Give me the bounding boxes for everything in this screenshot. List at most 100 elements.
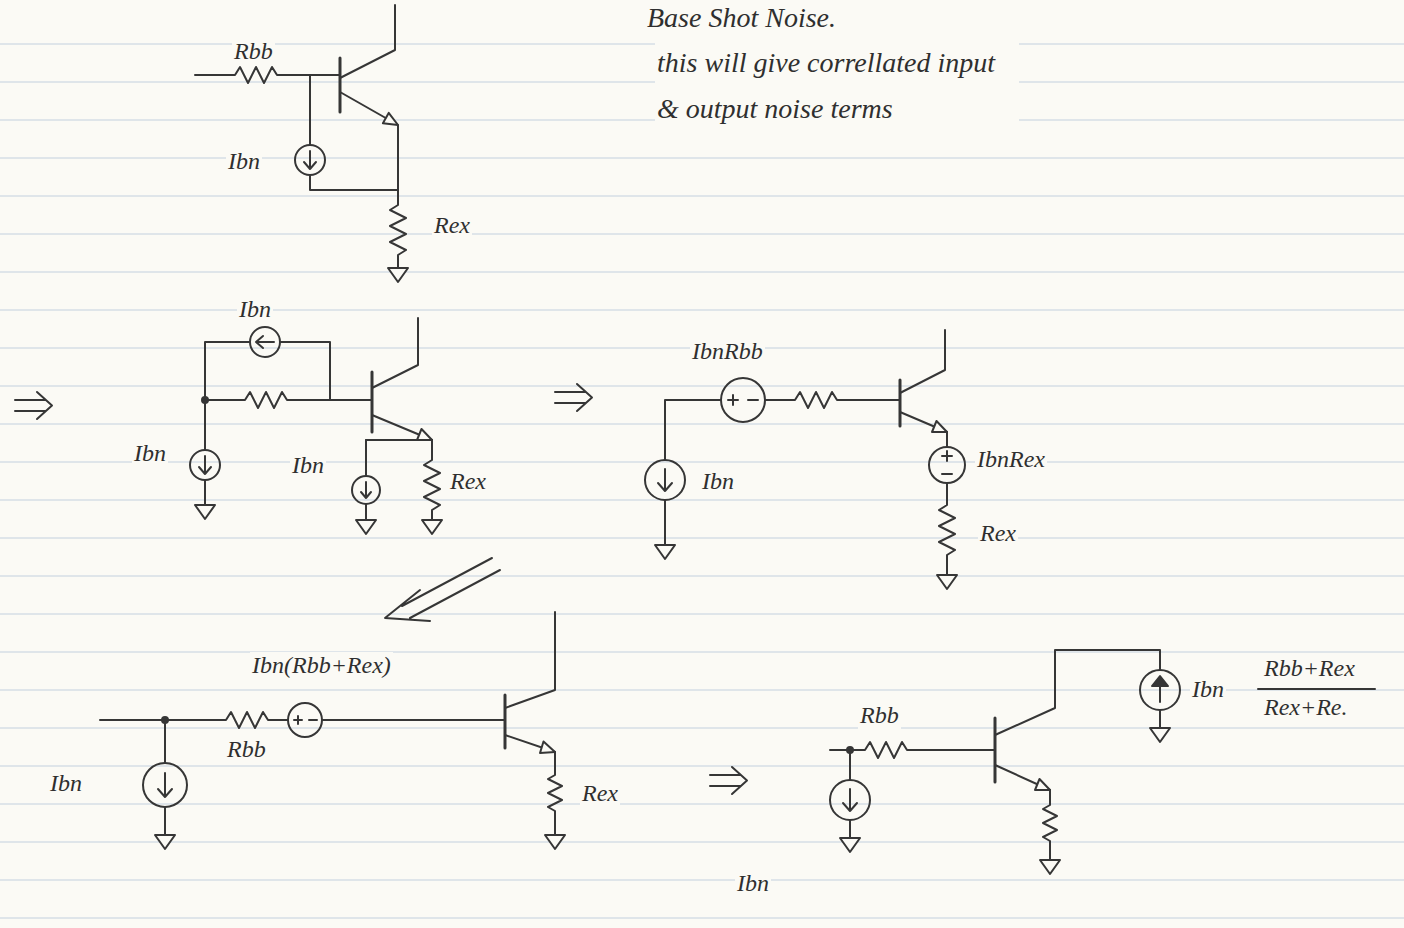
sketch-stroke bbox=[1152, 676, 1168, 686]
sketch-stroke bbox=[365, 504, 367, 520]
component-label: Ibn bbox=[226, 148, 262, 176]
implies-arrow bbox=[385, 558, 500, 621]
sketch-stroke bbox=[365, 440, 367, 476]
component-label: Rbb bbox=[225, 736, 268, 764]
sketch-stroke bbox=[280, 342, 330, 400]
sketch-stroke bbox=[204, 480, 206, 505]
sketch-stroke bbox=[372, 415, 432, 440]
sketch-stroke bbox=[942, 451, 952, 474]
sketch-stroke bbox=[932, 421, 947, 432]
paper-rule bbox=[0, 880, 1404, 881]
implies-arrow bbox=[710, 767, 747, 794]
sketch-stroke bbox=[504, 695, 507, 748]
sketch-stroke bbox=[840, 838, 860, 852]
sketch-stroke bbox=[540, 742, 555, 754]
circuit-four bbox=[100, 612, 565, 849]
paper-rule bbox=[0, 652, 1404, 653]
paper-rule bbox=[0, 158, 1404, 159]
sketch-stroke bbox=[295, 145, 325, 175]
paper-rule bbox=[0, 842, 1404, 843]
sketch-stroke bbox=[1150, 728, 1170, 742]
sketch-stroke bbox=[388, 268, 408, 282]
paper-rule bbox=[0, 804, 1404, 805]
sketch-stroke bbox=[199, 456, 211, 474]
sketch-stroke bbox=[728, 395, 758, 405]
component-label: Rbb bbox=[232, 38, 275, 66]
component-label: Ibn bbox=[48, 770, 84, 798]
component-label: Rbb+Rex bbox=[1262, 655, 1357, 683]
paper-rule bbox=[0, 386, 1404, 387]
sketch-stroke bbox=[655, 545, 675, 559]
sketch-stroke bbox=[1035, 779, 1050, 790]
component-label: Ibn bbox=[700, 468, 736, 496]
sketch-stroke bbox=[995, 650, 1160, 735]
sketch-stroke bbox=[1043, 790, 1057, 860]
component-label: Rex bbox=[448, 468, 488, 496]
sketch-stroke bbox=[548, 752, 562, 835]
circuit-two bbox=[190, 318, 442, 534]
sketch-title: Base Shot Noise. bbox=[645, 2, 838, 34]
component-label: Ibn(Rbb+Rex) bbox=[250, 652, 393, 680]
sketch-stroke bbox=[309, 75, 311, 145]
component-label: Rbb bbox=[858, 702, 901, 730]
paper-rule bbox=[0, 196, 1404, 197]
sketch-stroke bbox=[946, 432, 948, 447]
sketch-stroke bbox=[929, 447, 965, 483]
sketch-stroke bbox=[340, 5, 395, 78]
sketch-stroke bbox=[555, 384, 592, 411]
sketch-stroke bbox=[385, 558, 500, 621]
implies-arrow bbox=[555, 384, 592, 411]
paper-rule bbox=[0, 500, 1404, 501]
implies-arrow bbox=[15, 392, 52, 419]
sketch-stroke bbox=[310, 175, 398, 190]
sketch-stroke bbox=[899, 380, 902, 426]
sketch-stroke bbox=[340, 92, 406, 268]
paper-rule bbox=[0, 44, 1404, 918]
sketch-stroke bbox=[256, 336, 274, 348]
component-label: IbnRex bbox=[975, 446, 1047, 474]
paper-rule bbox=[0, 424, 1404, 425]
component-label: Ibn bbox=[237, 296, 273, 324]
sketch-stroke bbox=[366, 439, 432, 441]
sketch-stroke bbox=[143, 763, 187, 807]
sketch-stroke bbox=[205, 342, 250, 400]
paper-rule bbox=[0, 234, 1404, 235]
component-label: Rex+Re. bbox=[1262, 694, 1349, 722]
sketch-stroke bbox=[994, 718, 997, 782]
sketch-stroke bbox=[195, 67, 340, 83]
sketch-stroke bbox=[164, 807, 166, 835]
sketch-stroke bbox=[1258, 688, 1375, 690]
sketch-stroke bbox=[205, 392, 372, 408]
sketch-stroke bbox=[843, 789, 857, 811]
sketch-stroke bbox=[15, 392, 52, 419]
sketch-stroke bbox=[383, 113, 398, 125]
component-label: Rex bbox=[580, 780, 620, 808]
sketch-stroke bbox=[361, 482, 371, 498]
sketch-stroke bbox=[1159, 710, 1161, 728]
sketch-stroke bbox=[195, 505, 215, 519]
sketch-stroke bbox=[665, 400, 721, 460]
sketch-stroke bbox=[505, 612, 555, 708]
sketch-stroke bbox=[371, 372, 374, 432]
component-label: Rex bbox=[978, 520, 1018, 548]
sketch-stroke bbox=[830, 780, 870, 820]
sketch-stroke bbox=[424, 440, 440, 520]
sketch-stroke bbox=[356, 520, 376, 534]
sketch-stroke bbox=[849, 750, 851, 780]
sketch-stroke bbox=[849, 820, 851, 838]
sketch-stroke bbox=[545, 835, 565, 849]
sketch-stroke bbox=[158, 773, 172, 797]
component-label: Ibn bbox=[132, 440, 168, 468]
paper-rule bbox=[0, 918, 1404, 919]
sketch-stroke bbox=[1040, 860, 1060, 874]
sketch-stroke bbox=[658, 469, 672, 491]
sketch-stroke bbox=[422, 520, 442, 534]
sketch-stroke bbox=[417, 429, 432, 440]
component-label: Ibn bbox=[290, 452, 326, 480]
circuit-one bbox=[195, 5, 408, 282]
sketch-stroke bbox=[721, 378, 765, 422]
sketch-stroke bbox=[900, 412, 947, 432]
